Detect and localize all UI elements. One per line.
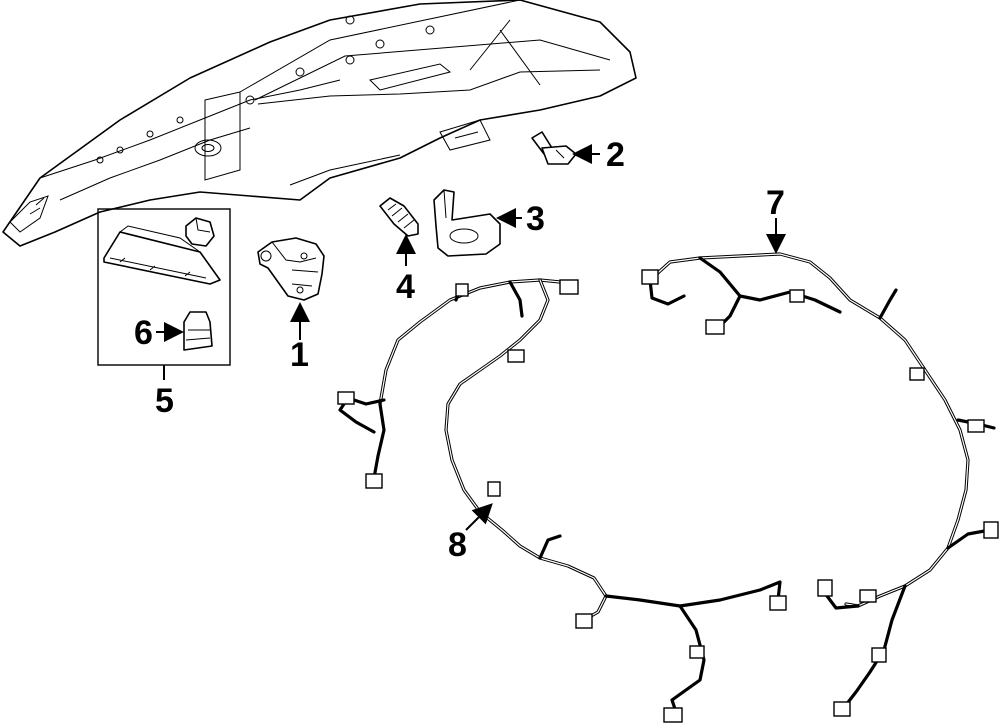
callout-4: 4 <box>396 268 415 306</box>
harness-8-clip-b <box>487 481 501 497</box>
callout-8: 8 <box>448 526 467 564</box>
license-lamp-inset <box>97 208 231 366</box>
harness-8-clip-d <box>689 645 705 659</box>
bumper <box>379 197 419 237</box>
harness-7-connector-e <box>833 701 851 717</box>
harness-7-clip-a <box>909 367 925 381</box>
harness-7-connector-b <box>705 319 725 335</box>
leader-8 <box>465 503 493 531</box>
lamp-lens-cap <box>185 217 215 247</box>
lamp-bulb <box>183 311 213 351</box>
harness-8-connector-f <box>663 707 683 723</box>
callout-2: 2 <box>606 136 625 174</box>
harness-7-connector-c <box>789 289 805 303</box>
wiring-harness-8 <box>337 278 787 723</box>
harness-8-connector-c <box>559 279 579 295</box>
trunk-latch <box>257 237 325 301</box>
harness-8-clip-c <box>455 283 469 297</box>
license-lamp-housing <box>103 225 221 285</box>
harness-7-connector-d <box>817 579 833 597</box>
callout-1: 1 <box>290 336 309 374</box>
callout-3: 3 <box>526 200 545 238</box>
harness-7-clip-b <box>859 589 877 603</box>
harness-8-clip-a <box>507 349 525 363</box>
harness-8-connector-e <box>769 595 787 611</box>
harness-7-connector-g <box>967 419 985 433</box>
harness-7-clip-c <box>871 647 887 663</box>
harness-8-connector-a <box>365 473 383 489</box>
callout-labels: 1 2 3 4 5 6 7 8 <box>134 136 785 564</box>
harness-8-connector-d <box>575 613 593 629</box>
wiring-harness-7 <box>641 252 999 717</box>
leader-lines <box>156 144 786 531</box>
striker <box>433 189 501 257</box>
trunk-lid-panel <box>2 0 637 247</box>
callout-6: 6 <box>134 314 153 352</box>
harness-8-connector-b <box>337 391 355 405</box>
callout-5: 5 <box>155 382 174 420</box>
harness-7-connector-f <box>983 521 999 539</box>
harness-7-connector-a <box>641 269 659 285</box>
bolt <box>531 131 577 165</box>
callout-7: 7 <box>766 184 785 222</box>
